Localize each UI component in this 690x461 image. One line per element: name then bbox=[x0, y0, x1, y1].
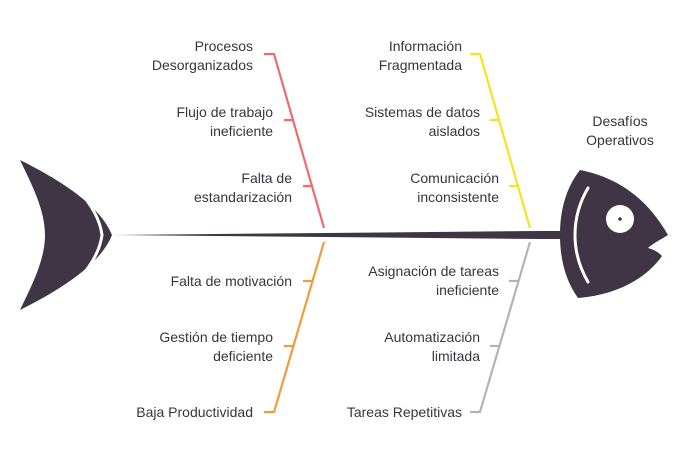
cause-asignacion-de-tareas: Asignación de tareas ineficiente bbox=[368, 262, 499, 300]
branch-bottom-right bbox=[470, 241, 532, 414]
cause-line: Flujo de trabajo bbox=[176, 104, 273, 120]
fish-tail bbox=[20, 160, 112, 310]
bone-top-left bbox=[264, 52, 326, 229]
cause-line: Falta de bbox=[241, 170, 292, 186]
cause-line: ineficiente bbox=[435, 282, 499, 298]
cause-line: aislados bbox=[428, 123, 480, 139]
cause-sistemas-de-datos: Sistemas de datos aislados bbox=[365, 103, 480, 141]
effect-label: Desafíos Operativos bbox=[570, 112, 670, 150]
fish-spine bbox=[112, 231, 570, 239]
fish-pupil bbox=[618, 217, 622, 221]
cause-line: Gestión de tiempo bbox=[159, 329, 273, 345]
bone-bottom-left bbox=[264, 241, 326, 414]
cause-informacion-fragmentada: Información Fragmentada bbox=[379, 37, 462, 75]
cause-line: Falta de motivación bbox=[170, 273, 292, 289]
cause-line: Fragmentada bbox=[378, 57, 462, 73]
cause-comunicacion-inconsistente: Comunicación inconsistente bbox=[410, 169, 499, 207]
cause-line: estandarización bbox=[193, 189, 292, 205]
cause-line: limitada bbox=[431, 348, 480, 364]
cause-line: Información bbox=[388, 38, 462, 54]
cause-flujo-de-trabajo: Flujo de trabajo ineficiente bbox=[176, 103, 273, 141]
cause-falta-de-motivacion: Falta de motivación bbox=[171, 272, 292, 291]
cause-line: Procesos bbox=[194, 38, 253, 54]
bone-bottom-right bbox=[470, 241, 532, 414]
cause-line: ineficiente bbox=[209, 123, 273, 139]
cause-automatizacion-limitada: Automatización limitada bbox=[384, 328, 480, 366]
cause-line: Automatización bbox=[384, 329, 480, 345]
effect-label-line1: Desafíos bbox=[592, 113, 648, 129]
branch-bottom-left bbox=[264, 241, 326, 414]
cause-line: Comunicación bbox=[410, 170, 499, 186]
bone-top-right bbox=[470, 52, 532, 229]
cause-line: inconsistente bbox=[417, 189, 499, 205]
fish-tail-highlight bbox=[76, 188, 104, 282]
cause-line: Sistemas de datos bbox=[364, 104, 480, 120]
branch-top-left bbox=[264, 52, 326, 229]
cause-gestion-de-tiempo: Gestión de tiempo deficiente bbox=[159, 328, 273, 366]
branch-top-right bbox=[470, 52, 532, 229]
fish-head-gill bbox=[573, 186, 590, 284]
cause-line: Baja Productividad bbox=[136, 404, 253, 420]
cause-baja-productividad: Baja Productividad bbox=[136, 403, 253, 422]
cause-line: Asignación de tareas bbox=[368, 263, 499, 279]
fish-head bbox=[560, 170, 668, 298]
cause-tareas-repetitivas: Tareas Repetitivas bbox=[347, 403, 462, 422]
effect-label-line2: Operativos bbox=[586, 132, 654, 148]
cause-procesos-desorganizados: Procesos Desorganizados bbox=[152, 37, 253, 75]
cause-line: Desorganizados bbox=[151, 57, 253, 73]
cause-falta-de-estandarizacion: Falta de estandarización bbox=[194, 169, 292, 207]
cause-line: deficiente bbox=[213, 348, 273, 364]
cause-line: Tareas Repetitivas bbox=[346, 404, 462, 420]
